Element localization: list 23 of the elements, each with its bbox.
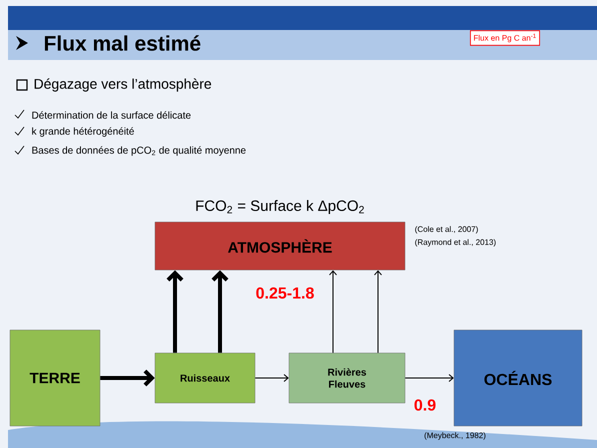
reference-text: (Meybeck., 1982) <box>424 432 486 440</box>
section-heading: Dégazage vers l’atmosphère <box>34 78 212 92</box>
bullet-text: k grande hétérogénéité <box>32 127 134 137</box>
flux-value: 0.25-1.8 <box>256 287 314 299</box>
arrow <box>212 270 228 353</box>
reference-text: (Cole et al., 2007) <box>415 226 478 234</box>
arrow <box>100 370 155 386</box>
flux-value: 0.9 <box>414 399 436 411</box>
atmosphere-box: ATMOSPHÈRE <box>154 222 406 270</box>
reference-text: (Raymond et al., 2013) <box>415 239 496 247</box>
arrow <box>404 374 454 382</box>
unit-box: Flux en Pg C an$^{-1}$ <box>470 30 540 46</box>
arrow <box>254 374 289 382</box>
slide-title: Flux mal estimé <box>44 35 200 51</box>
bullet-text: Détermination de la surface délicate <box>32 111 191 119</box>
land-box: TERRE <box>10 330 100 426</box>
arrow <box>166 270 184 353</box>
river-box: Rivières Fleuves <box>288 352 406 404</box>
arrow <box>329 270 337 354</box>
ocean-box: OCÉANS <box>454 330 582 426</box>
stream-box: Ruisseaux <box>154 352 256 404</box>
bullet-text: Bases de données de pCO$_{2}$ de qualité moyenne <box>32 146 246 156</box>
arrow <box>374 270 382 354</box>
